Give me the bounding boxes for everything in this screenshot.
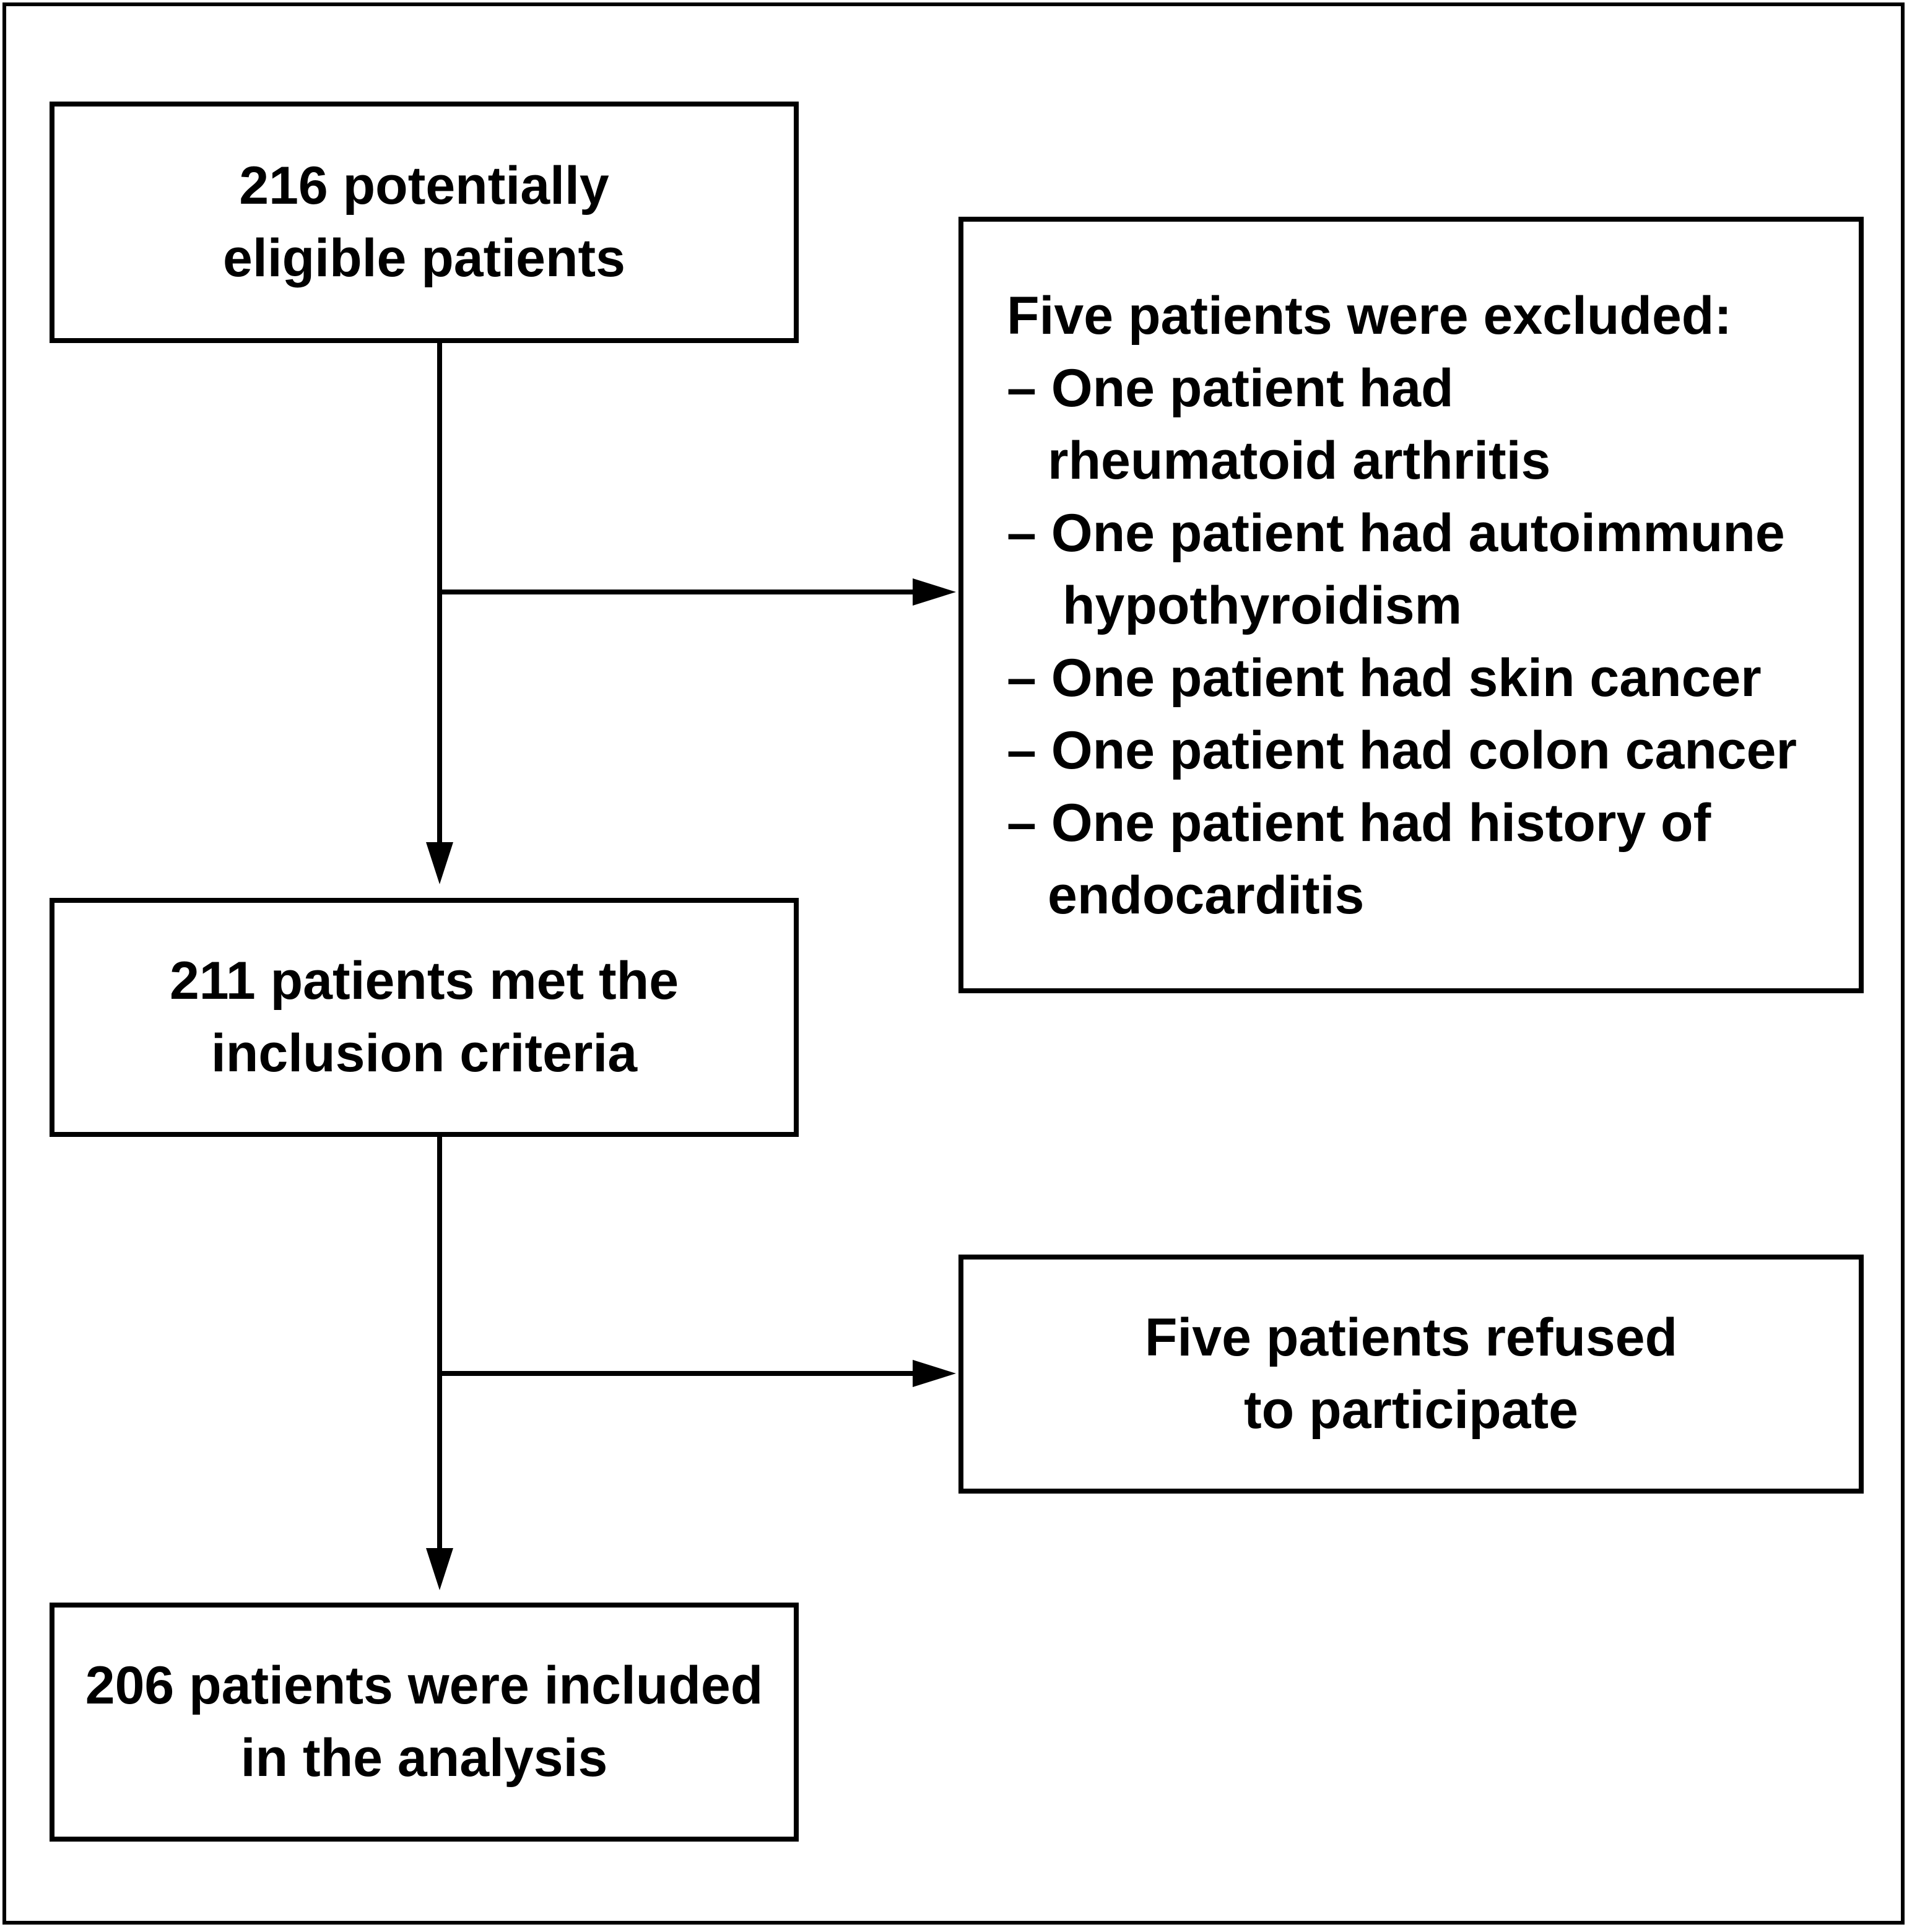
excluded-item-continuation: hypothyroidism <box>1062 576 1462 635</box>
inclusion-criteria-box: 211 patients met the inclusion criteria <box>50 898 799 1137</box>
excluded-item: – One patient had colon cancer <box>1007 715 1859 787</box>
arrowhead-down-2 <box>426 1548 453 1590</box>
excluded-item-text: – One patient had autoimmune <box>1007 503 1785 563</box>
excluded-item-continuation: endocarditis <box>1048 866 1365 925</box>
refused-patients-text: Five patients refused to participate <box>1144 1308 1678 1440</box>
eligible-patients-text: 216 potentially eligible patients <box>223 156 625 288</box>
arrowhead-right-1 <box>913 578 956 606</box>
excluded-heading: Five patients were excluded: <box>1007 286 1732 346</box>
excluded-item: – One patient had rheumatoid arthritis <box>1007 352 1859 497</box>
inclusion-criteria-text: 211 patients met the inclusion criteria <box>169 951 679 1083</box>
arrowhead-right-2 <box>913 1360 956 1387</box>
excluded-list: – One patient had rheumatoid arthritis –… <box>1007 352 1859 932</box>
excluded-item: – One patient had autoimmune hypothyroid… <box>1007 497 1859 642</box>
excluded-item: – One patient had skin cancer <box>1007 642 1859 715</box>
excluded-item-text: – One patient had <box>1007 359 1454 418</box>
excluded-item: – One patient had history of endocarditi… <box>1007 787 1859 932</box>
excluded-item-continuation: rheumatoid arthritis <box>1048 431 1551 490</box>
analysis-patients-text: 206 patients were included in the analys… <box>85 1656 763 1788</box>
excluded-item-text: – One patient had history of <box>1007 793 1711 853</box>
refused-patients-box: Five patients refused to participate <box>958 1255 1864 1494</box>
analysis-patients-box: 206 patients were included in the analys… <box>50 1603 799 1842</box>
excluded-patients-box: Five patients were excluded: – One patie… <box>958 217 1864 993</box>
eligible-patients-box: 216 potentially eligible patients <box>50 102 799 343</box>
excluded-item-text: – One patient had colon cancer <box>1007 721 1797 780</box>
excluded-item-text: – One patient had skin cancer <box>1007 648 1762 708</box>
arrowhead-down-1 <box>426 842 453 884</box>
